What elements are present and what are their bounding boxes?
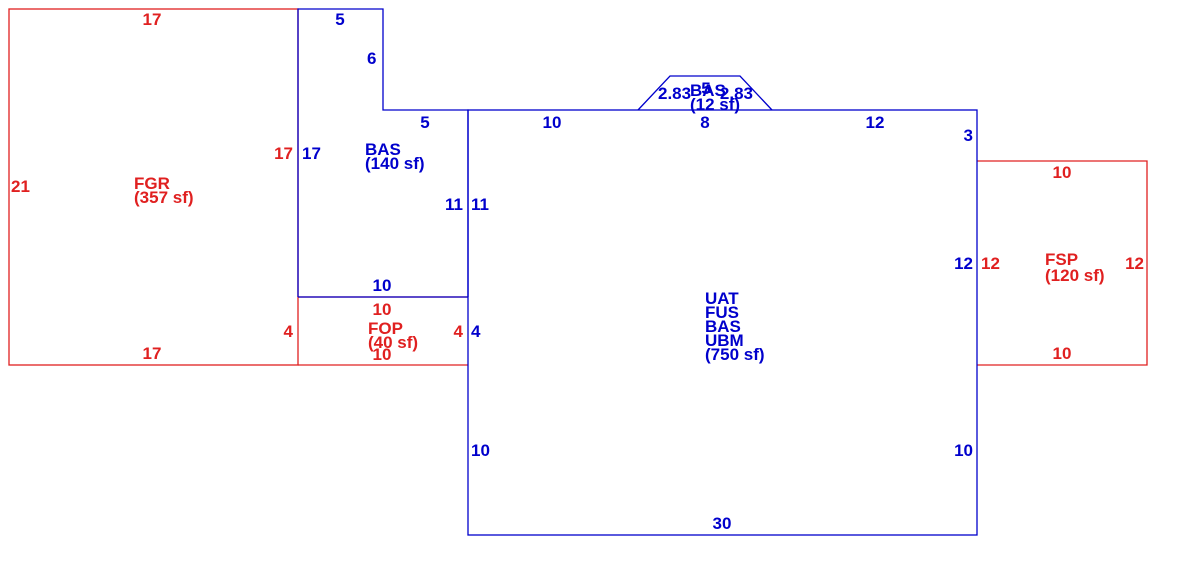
dim-main-left-lower: 10 bbox=[471, 441, 490, 460]
fsp-outline bbox=[977, 160, 1148, 366]
dim-main-right-lower: 10 bbox=[954, 441, 973, 460]
dim-bay-base: 8 bbox=[700, 113, 709, 132]
dim-fop-right: 4 bbox=[454, 322, 464, 341]
dim-bas-top: 5 bbox=[335, 10, 344, 29]
dim-bay-top: 5 bbox=[701, 79, 710, 98]
dim-fsp-left: 12 bbox=[981, 254, 1000, 273]
dim-main-left-mid: 4 bbox=[471, 322, 481, 341]
main-code-label-1: UAT bbox=[705, 289, 739, 308]
fop-size-label: (40 sf) bbox=[368, 333, 418, 352]
fgr-size-label: (357 sf) bbox=[134, 188, 194, 207]
main-code-label-3: BAS bbox=[705, 317, 741, 336]
dim-main-right-upper: 3 bbox=[964, 126, 973, 145]
bay-size-label: (12 sf) bbox=[690, 95, 740, 114]
dim-fop-top: 10 bbox=[373, 300, 392, 319]
dim-bas-left: 17 bbox=[302, 144, 321, 163]
dim-bas-bottom: 10 bbox=[373, 276, 392, 295]
bas-left-code-label: BAS bbox=[365, 140, 401, 159]
bas-left-size-label: (140 sf) bbox=[365, 154, 425, 173]
dim-fop-bottom: 10 bbox=[373, 345, 392, 364]
dim-main-top-left: 10 bbox=[543, 113, 562, 132]
fsp-code-label: FSP bbox=[1045, 250, 1078, 269]
main-outline bbox=[467, 109, 978, 536]
main-code-label-2: FUS bbox=[705, 303, 739, 322]
dim-fgr-left: 21 bbox=[11, 177, 30, 196]
dim-main-left-upper: 11 bbox=[471, 195, 489, 214]
fgr-code-label: FGR bbox=[134, 174, 170, 193]
fop-code-label: FOP bbox=[368, 319, 403, 338]
dim-main-top-right: 12 bbox=[866, 113, 885, 132]
dim-bas-right: 11 bbox=[445, 195, 463, 214]
dim-bas-step-horizontal: 5 bbox=[420, 113, 429, 132]
dim-main-bottom: 30 bbox=[713, 514, 732, 533]
dim-fsp-bottom: 10 bbox=[1053, 344, 1072, 363]
dim-fgr-top: 17 bbox=[143, 10, 162, 29]
dim-fgr-bottom: 17 bbox=[143, 344, 162, 363]
dim-fsp-right: 12 bbox=[1125, 254, 1144, 273]
main-code-label-4: UBM bbox=[705, 331, 744, 350]
bay-code-label: BAS bbox=[690, 81, 726, 100]
dim-fop-left: 4 bbox=[284, 322, 294, 341]
dim-bay-diag-right: 2.83 bbox=[720, 84, 753, 103]
dim-fgr-right: 17 bbox=[274, 144, 293, 163]
dim-main-right-mid: 12 bbox=[954, 254, 973, 273]
dim-bas-step-vertical: 6 bbox=[367, 49, 376, 68]
main-size-label: (750 sf) bbox=[705, 345, 765, 364]
dim-fsp-top: 10 bbox=[1053, 163, 1072, 182]
bay-outline bbox=[637, 75, 773, 111]
dim-bay-diag-left: 2.83 bbox=[658, 84, 691, 103]
fsp-size-label: (120 sf) bbox=[1045, 266, 1105, 285]
